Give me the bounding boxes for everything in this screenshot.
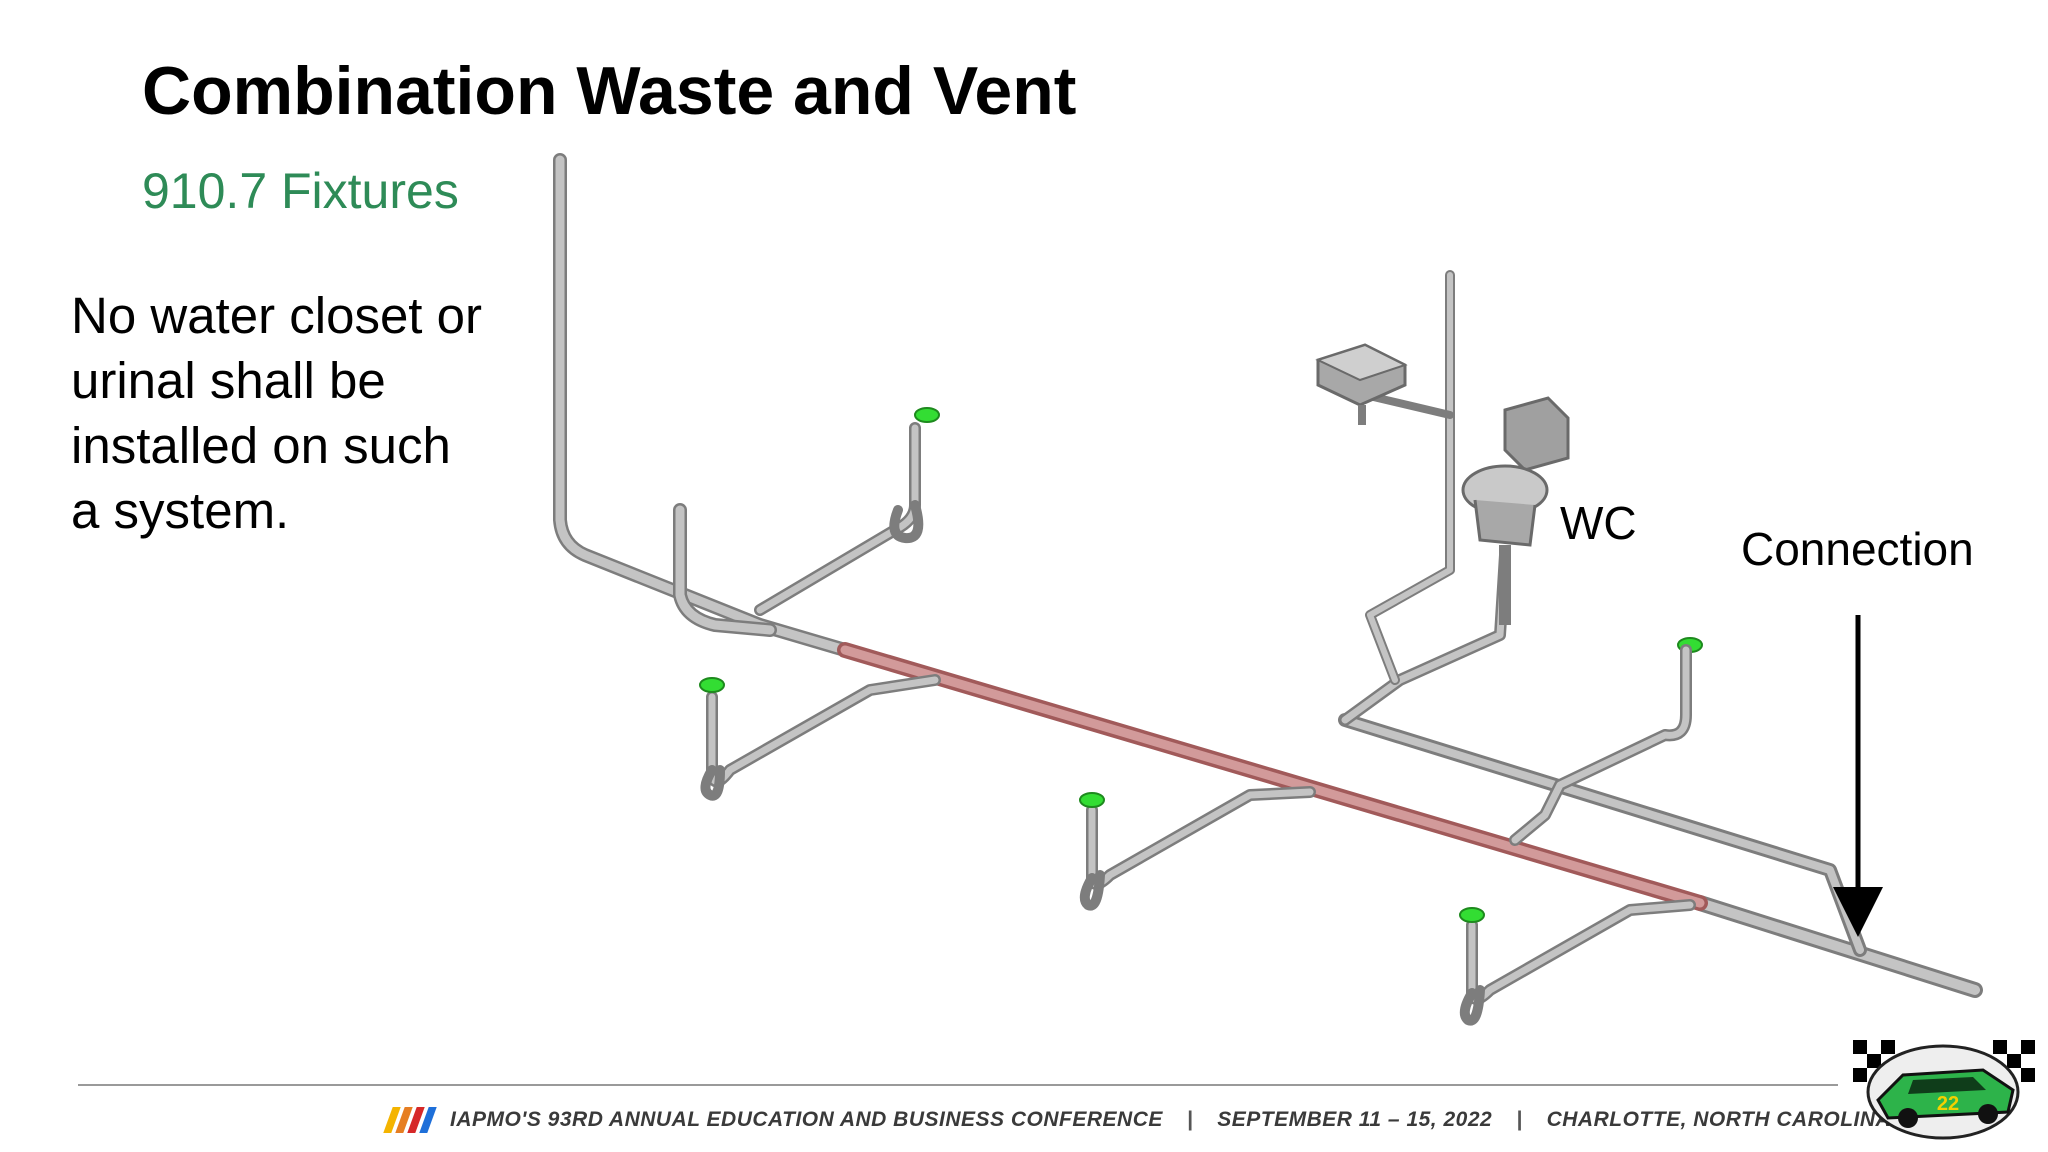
slide-title: Combination Waste and Vent (142, 53, 1077, 129)
footer-separator: | (1186, 1108, 1194, 1131)
combination-waste-vent-section (837, 642, 1708, 911)
checkered-flag-icon (1853, 1040, 2035, 1082)
conference-footer: IAPMO'S 93RD ANNUAL EDUCATION AND BUSINE… (383, 1100, 1892, 1140)
connection-label: Connection (1741, 523, 1974, 575)
brand-stripes-icon (383, 1107, 437, 1133)
footer-divider (78, 1084, 1838, 1086)
slide-subtitle: 910.7 Fixtures (142, 163, 459, 219)
footer-dates: SEPTEMBER 11 – 15, 2022 (1217, 1108, 1493, 1131)
main-waste-line (553, 153, 1983, 998)
fixture-branches (700, 422, 1696, 1026)
conventional-drain-system (1338, 270, 1867, 957)
footer-separator-2: | (1516, 1108, 1523, 1131)
body-text: No water closet or urinal shall be insta… (71, 287, 482, 539)
water-closet-fixture (1461, 396, 1570, 625)
footer-location: CHARLOTTE, NORTH CAROLINA (1546, 1108, 1892, 1131)
drain-caps (699, 407, 1703, 923)
lavatory-fixture (1315, 343, 1408, 425)
race-car-logo-icon: 22 (1853, 1040, 2035, 1140)
wc-label: WC (1560, 497, 1637, 549)
car-number: 22 (1937, 1093, 1959, 1115)
footer-org: IAPMO'S 93RD ANNUAL EDUCATION AND BUSINE… (450, 1108, 1163, 1131)
